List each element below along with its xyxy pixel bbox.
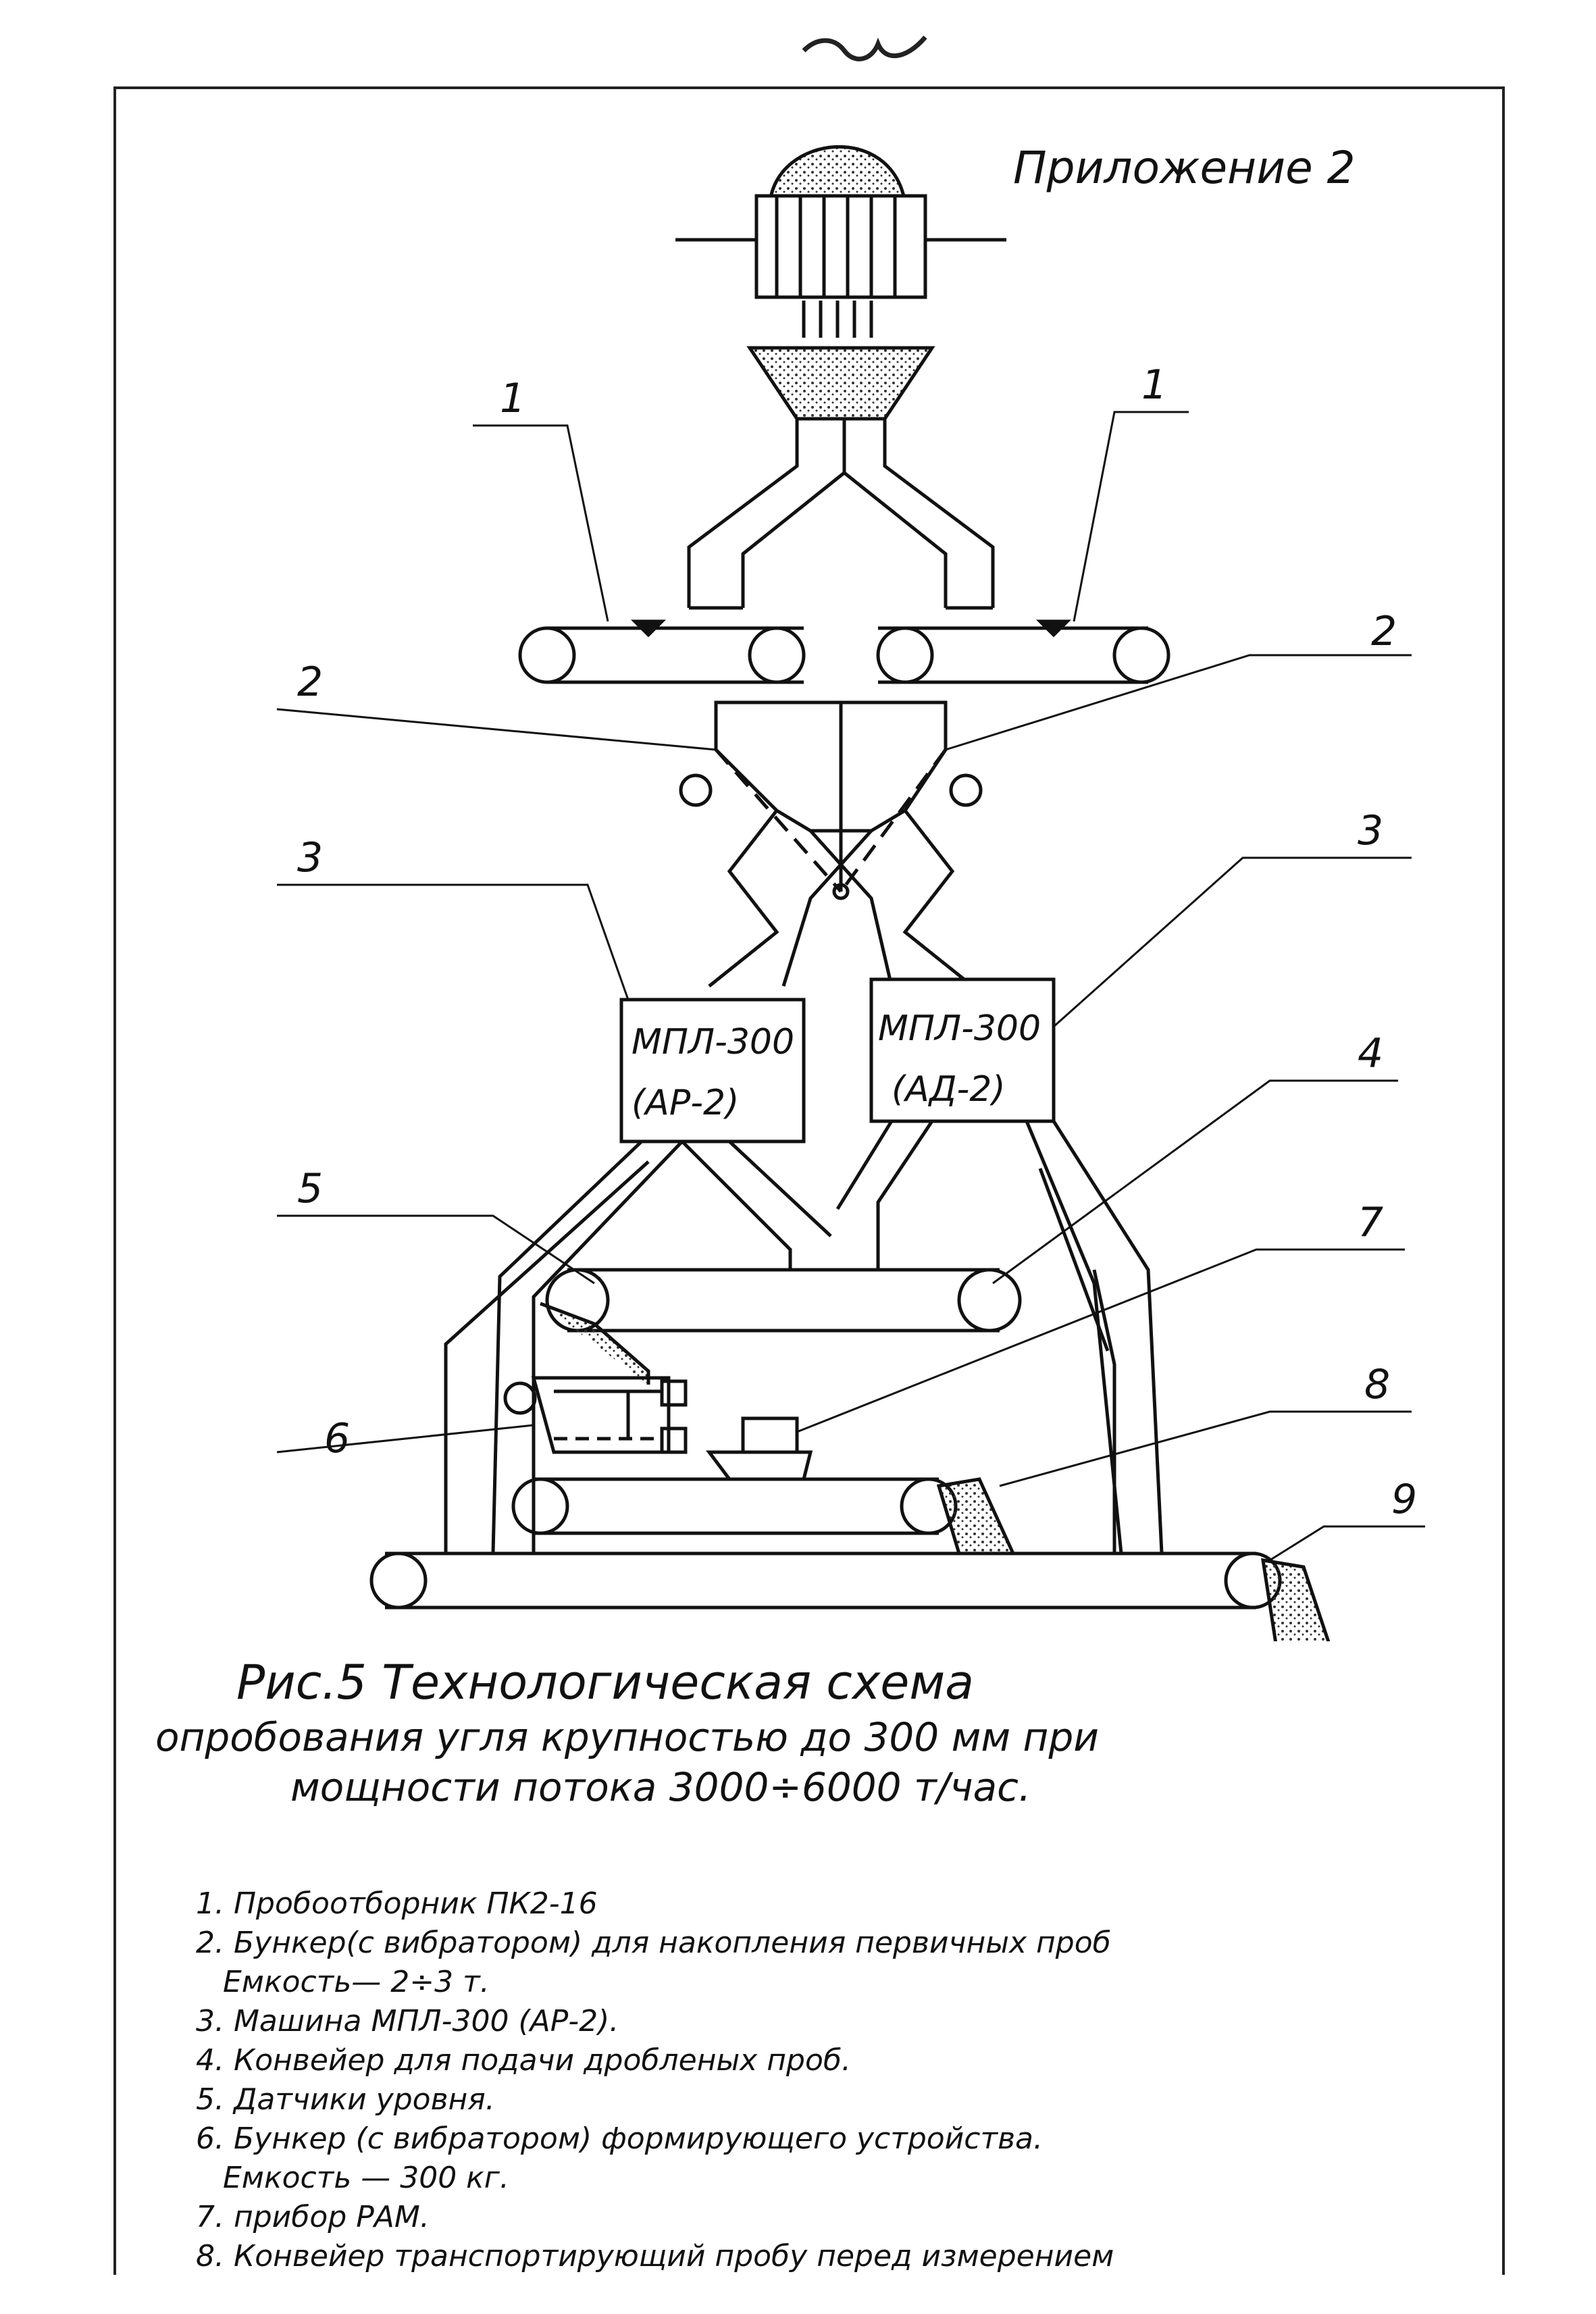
legend-item: Емкость — 300 кг. [223, 2161, 509, 2195]
callout-1-right: 1 [1141, 361, 1167, 409]
v-chute-to-crushed-conveyor [681, 1120, 934, 1272]
callout-1-left: 1 [500, 375, 525, 422]
measuring-conveyor [511, 1477, 1016, 1555]
reject-chute-left [491, 1140, 684, 1554]
process-flow-diagram: МПЛ-300 (АР-2) МПЛ-300 (АД-2) 1 1 2 2 3 … [276, 145, 1425, 1641]
legend-item: 8. Конвейер транспортирующий пробу перед… [196, 2239, 1114, 2273]
reject-chute-right [1025, 1120, 1164, 1554]
callout-2-left: 2 [297, 659, 323, 706]
legend-item: 4. Конвейер для подачи дробленых проб. [196, 2043, 851, 2078]
drawing-frame [113, 86, 1505, 2275]
callout-3-left: 3 [297, 834, 323, 881]
callout-2-right: 2 [1371, 608, 1397, 655]
receiving-hopper [746, 346, 935, 421]
caption-line-2: опробования угля крупностью до 300 мм пр… [155, 1714, 1099, 1760]
legend-item: 1. Пробоотборник ПК2-16 [196, 1886, 598, 1921]
y-chute-upper [687, 419, 995, 610]
machine-mpl300-right [869, 977, 1056, 1123]
callout-8: 8 [1364, 1361, 1390, 1408]
callout-9: 9 [1391, 1476, 1417, 1523]
machine-label-left-line1: МПЛ-300 [632, 1022, 794, 1062]
ram-device [706, 1416, 813, 1481]
crushed-sample-conveyor [545, 1268, 1022, 1333]
primary-sample-bunker [679, 700, 983, 900]
appendix-title: Приложение 2 [1013, 142, 1356, 194]
legend-item: 7. прибор РАМ. [196, 2200, 430, 2234]
coal-heap-top [768, 145, 907, 205]
page-number-mark [802, 35, 927, 61]
caption-line-1: Рис.5 Технологическая схема [236, 1655, 975, 1710]
machine-label-right-line1: МПЛ-300 [878, 1008, 1041, 1049]
sampler-conveyor-right [876, 619, 1170, 684]
outer-chutes [444, 1160, 1116, 1553]
caption-line-3: мощности потока 3000÷6000 т/час. [290, 1764, 1031, 1810]
figure-caption: Рис.5 Технологическая схема опробования … [155, 1655, 1439, 1810]
callout-6: 6 [324, 1415, 350, 1462]
forming-bunker [503, 1302, 671, 1454]
callout-3-right: 3 [1358, 807, 1383, 854]
legend-item: 2. Бункер(с вибратором) для накопления п… [196, 1926, 1111, 1960]
falling-flow-arrows [802, 301, 873, 338]
callout-4: 4 [1358, 1030, 1383, 1077]
machine-label-right-line2: (АД-2) [892, 1069, 1006, 1110]
legend-item: Емкость— 2÷3 т. [223, 1965, 490, 1999]
bunker-discharge-chutes [708, 809, 974, 987]
legend-list: 1. Пробоотборник ПК2-16 2. Бункер(с вибр… [196, 1884, 1466, 2276]
machine-mpl300-left [619, 998, 806, 1143]
legend-item: 5. Датчики уровня. [196, 2082, 495, 2117]
callout-5: 5 [297, 1165, 323, 1212]
callout-7: 7 [1358, 1199, 1383, 1246]
leader-lines [276, 411, 1425, 1562]
sampler-conveyor-left [518, 619, 806, 684]
crusher-drum [675, 194, 1006, 299]
bottom-collection-conveyor [369, 1551, 1331, 1641]
level-sensors [554, 1379, 688, 1454]
machine-label-left-line2: (АР-2) [632, 1083, 739, 1123]
legend-item: 6. Бункер (с вибратором) формирующего ус… [196, 2122, 1043, 2156]
legend-item: 3. Машина МПЛ-300 (АР-2). [196, 2004, 619, 2038]
